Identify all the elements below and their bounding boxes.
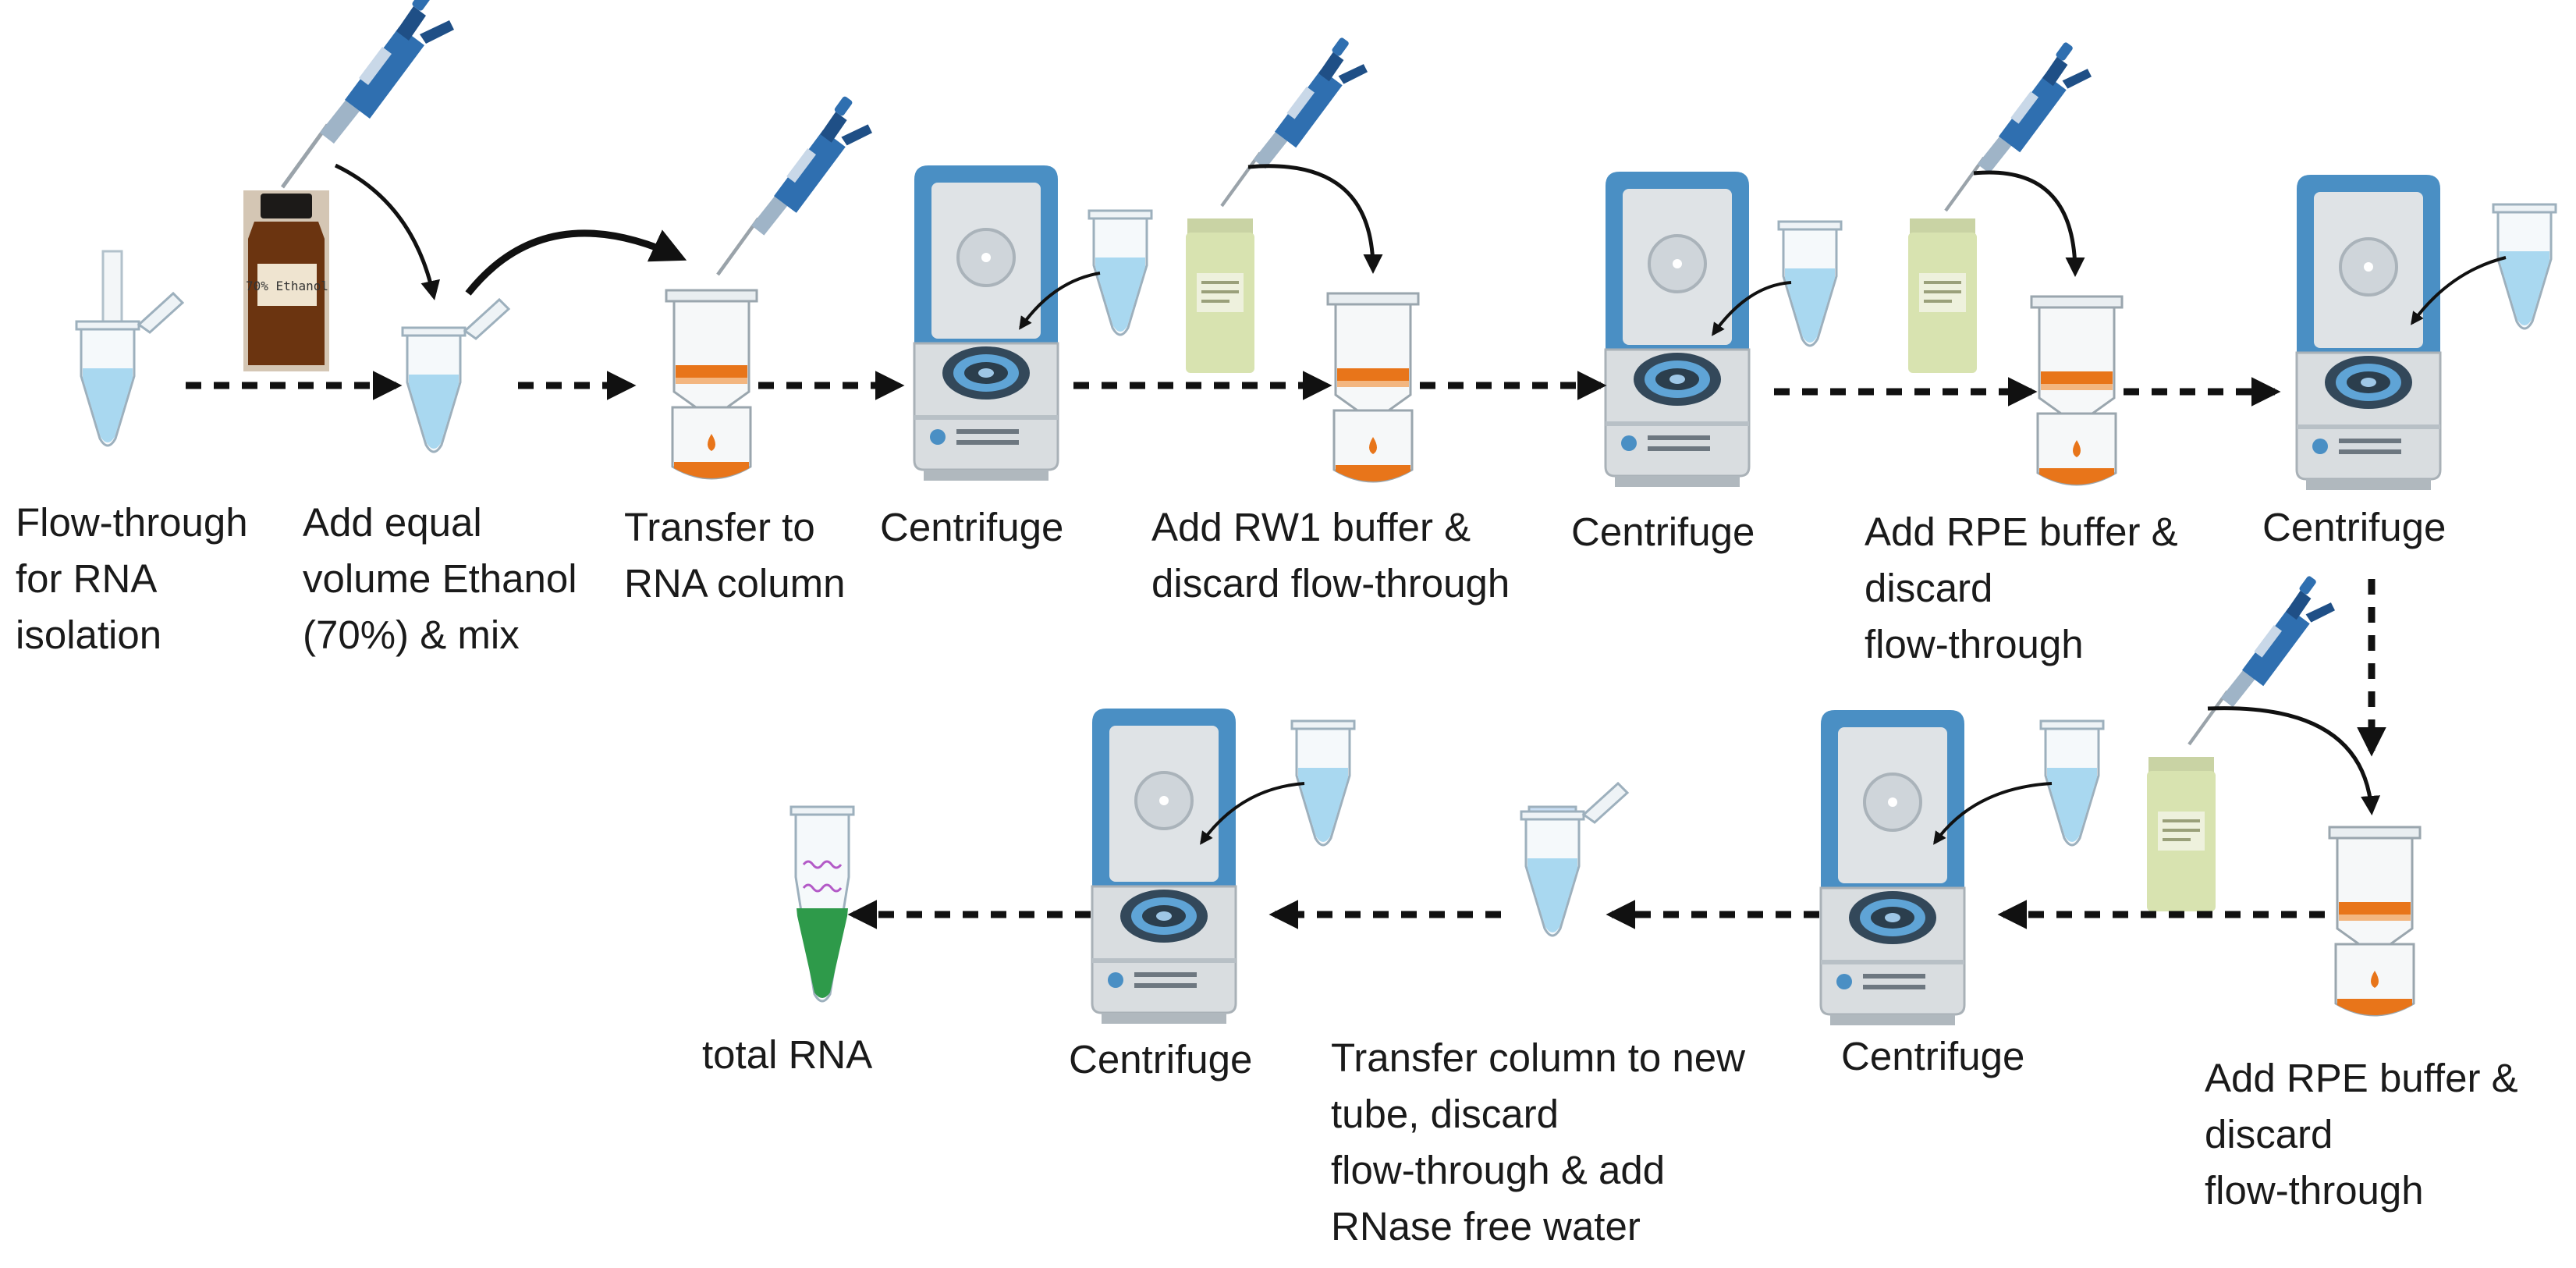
bottle-label: 70% Ethanol [246,279,328,293]
step-label-centrifuge-4: Centrifuge [1841,1034,2025,1078]
pipette-icon-4 [1946,41,2092,211]
ethanol-bottle-icon: 70% Ethanol [243,190,329,371]
top-row-arrows [186,371,2281,407]
rw1-buffer-bottle-icon [1186,218,1254,373]
step-label-centrifuge-2: Centrifuge [1571,510,1755,554]
spin-column-icon-3 [2030,295,2124,486]
spin-column-icon-4 [2328,826,2422,1017]
centrifuge-icon-1 [913,164,1059,482]
new-tube-icon [1521,783,1627,936]
pipette-icon-5 [2189,575,2335,744]
total-rna-tube-icon [789,805,855,1003]
pipette-icon-3 [1222,37,1368,206]
rpe-buffer-bottle-icon [1908,218,1977,373]
pipette-icon [282,0,454,187]
pipette-icon-2 [718,95,872,275]
tube-icon-c3 [2492,203,2557,330]
transfer-arrow-bold [465,229,687,296]
rpe-buffer-bottle-icon-2 [2147,757,2216,911]
step-label-total-rna: total RNA [702,1032,873,1077]
step-label-rw1: Add RW1 buffer &discard flow-through [1151,505,1510,606]
centrifuge-icon-2 [1604,170,1751,488]
ethanol-tube-icon [403,300,509,452]
step-label-centrifuge-3: Centrifuge [2262,505,2446,549]
spin-column-icon [665,289,758,480]
step-label-centrifuge-1: Centrifuge [880,505,1064,549]
flow-through-tube-icon [76,250,183,446]
transfer-arrow-curve [334,163,440,300]
step-label-centrifuge-5: Centrifuge [1069,1037,1253,1082]
centrifuge-icon-5 [1091,707,1237,1025]
spin-column-icon-2 [1326,292,1420,483]
centrifuge-icon-4 [1819,709,1966,1027]
centrifuge-icon-3 [2295,173,2442,492]
